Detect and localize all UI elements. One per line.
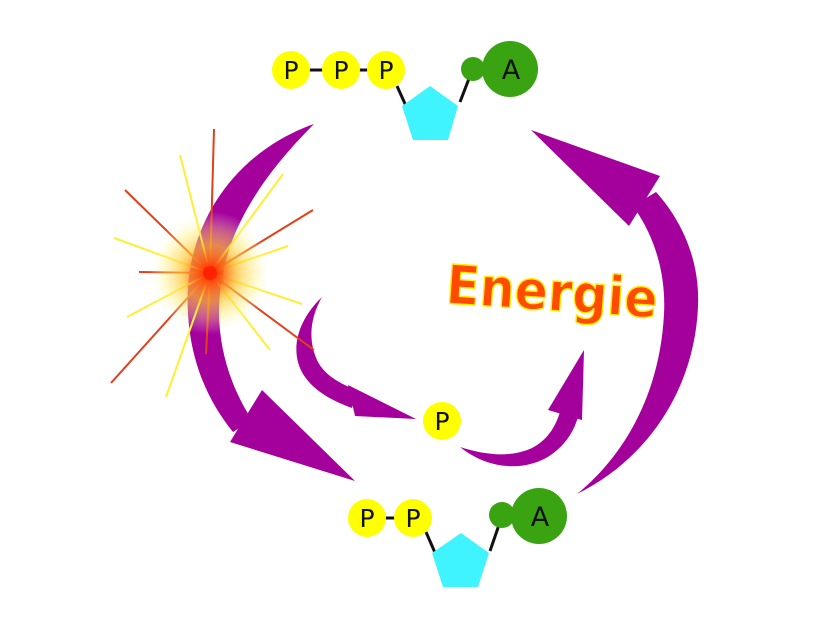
atp-phosphate-3: P: [367, 51, 405, 89]
adp-adenine: A: [489, 488, 567, 544]
atp-phosphate-1-label: P: [283, 56, 298, 85]
left-curved-arrow: [187, 124, 314, 432]
energy-label: Energie: [444, 253, 660, 331]
adp-ribose-pentagon: [432, 533, 489, 587]
atp-phosphate-1: P: [272, 51, 310, 89]
phosphate-release-arrow-head: [348, 385, 416, 419]
phosphate-release-arrow: [296, 297, 356, 408]
right-curved-arrow: [577, 192, 699, 494]
adp-phosphate-2: P: [394, 499, 432, 537]
free-phosphate: P: [423, 402, 461, 440]
atp-phosphate-2: P: [322, 51, 360, 89]
adp-phosphate-2-label: P: [405, 504, 420, 533]
atp-adenine: A: [461, 41, 538, 97]
adp-phosphate-1: P: [348, 499, 386, 537]
energy-burst: [110, 128, 315, 398]
atp-phosphate-3-label: P: [378, 56, 393, 85]
atp-ribose-pentagon: [402, 86, 458, 140]
adp-molecule: P P A: [348, 488, 567, 587]
phosphate-add-arrow: [460, 412, 578, 467]
atp-phosphate-2-label: P: [333, 56, 348, 85]
right-arrow-head: [531, 130, 660, 226]
adp-adenine-label: A: [531, 502, 550, 533]
phosphate-add-arrow-head: [548, 350, 584, 420]
energy-label-group: Energie: [443, 252, 660, 331]
adp-phosphate-1-label: P: [359, 504, 374, 533]
free-phosphate-label: P: [434, 407, 449, 436]
burst-core: [203, 266, 217, 280]
atp-molecule: P P P A: [272, 41, 538, 140]
atp-adenine-label: A: [502, 55, 521, 86]
left-arrow-head: [230, 390, 355, 481]
